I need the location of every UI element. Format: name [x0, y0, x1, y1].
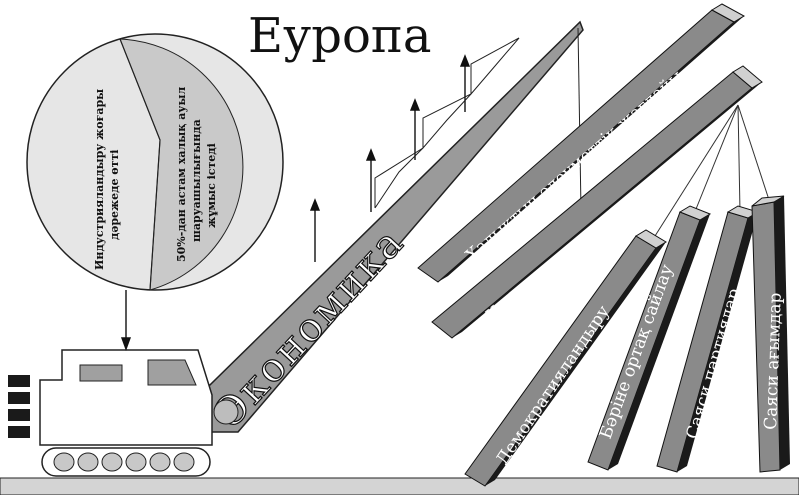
counterweight [8, 375, 30, 387]
pie-right-text: шаруашылығында [190, 119, 203, 242]
pie-left-text: дәрежеде өтті [108, 150, 121, 240]
pie-to-crane-arrow [122, 290, 130, 349]
boom-hub [214, 400, 238, 424]
ground [0, 478, 799, 495]
counterweight [8, 392, 30, 404]
pie-left-text: Индустрияландыру жоғары [93, 89, 106, 270]
diagram-title: Еуропа [248, 8, 432, 64]
cab-window [80, 365, 122, 381]
pie-right-text: жұмыс істеді [205, 143, 218, 228]
counterweight [8, 409, 30, 421]
counterweight [8, 426, 30, 438]
crawler-track [42, 448, 210, 476]
pie-right-text: 50%-дан астам халық ауыл [175, 87, 188, 262]
crane-body [8, 350, 212, 445]
pie-chart [27, 34, 283, 290]
